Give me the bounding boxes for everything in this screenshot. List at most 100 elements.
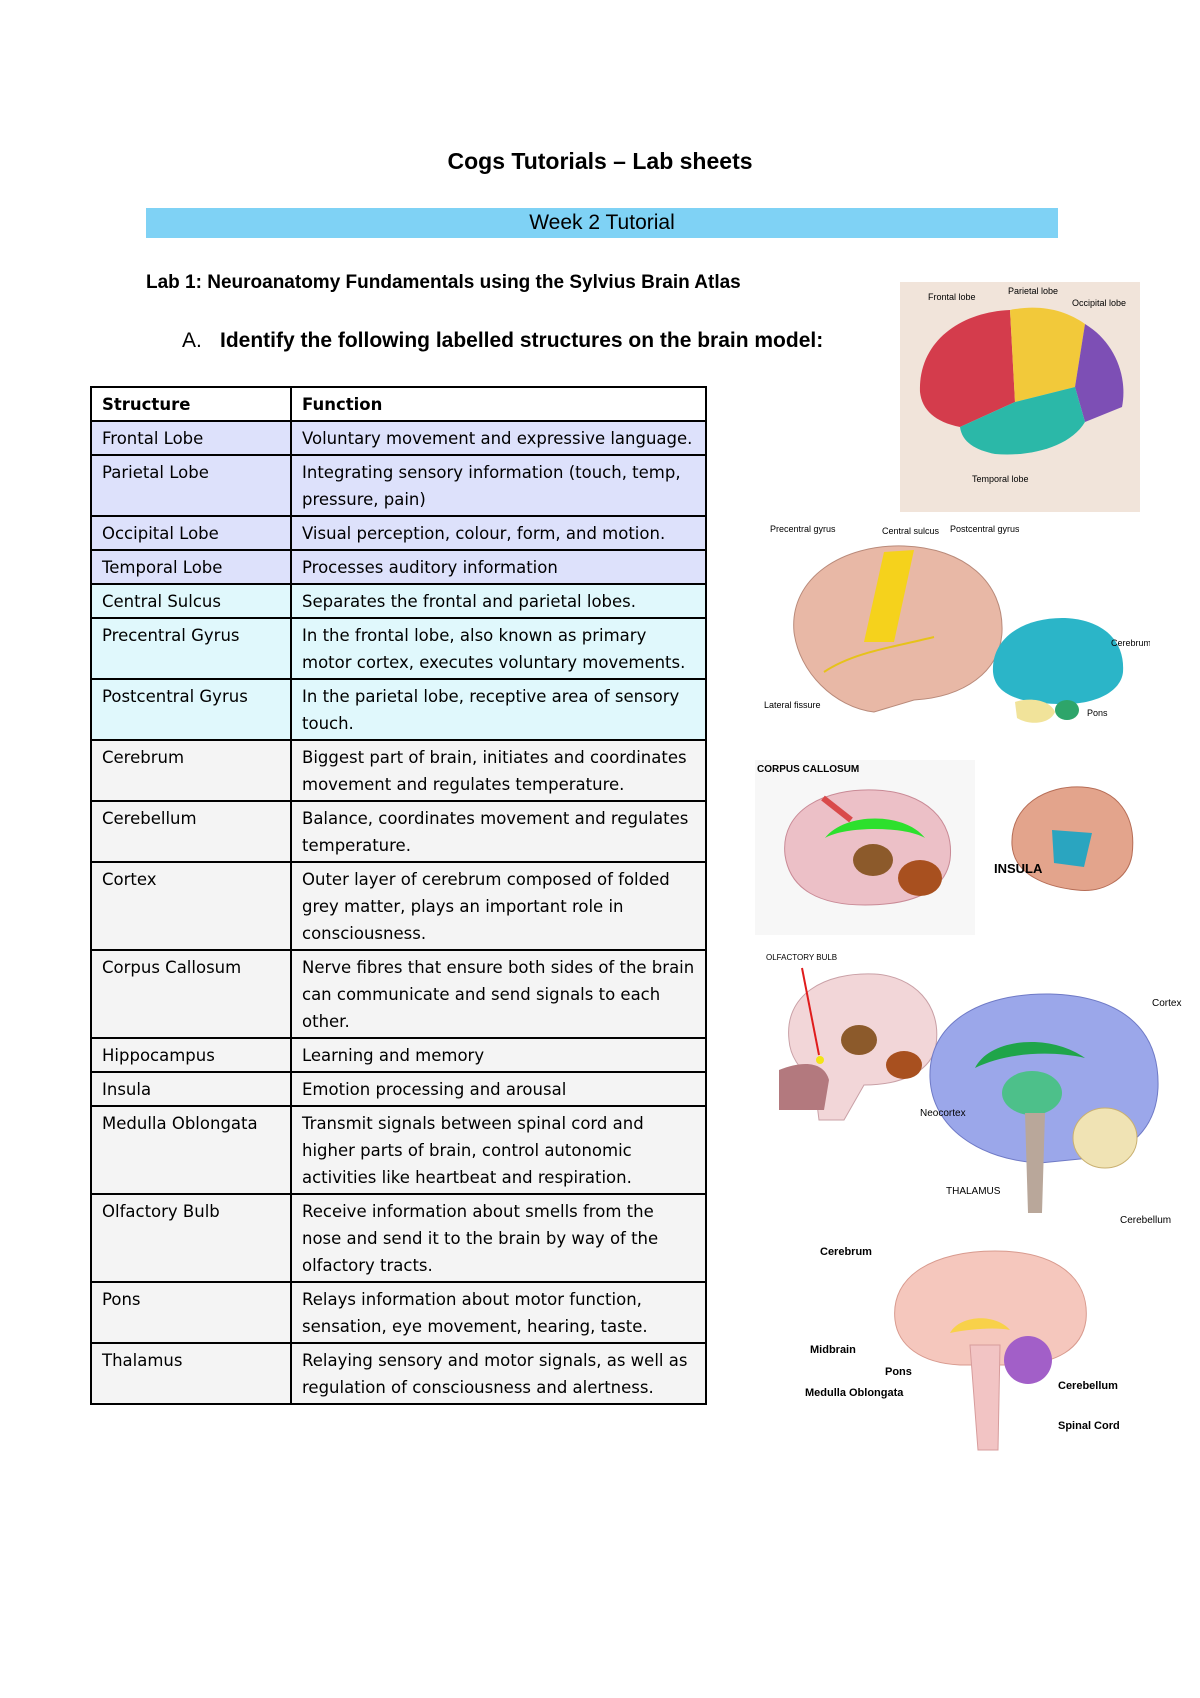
thalamus-shape — [853, 844, 893, 876]
neocortex-label: Neocortex — [920, 1108, 966, 1119]
function-cell: Visual perception, colour, form, and mot… — [290, 515, 707, 551]
structure-cell: Olfactory Bulb — [90, 1193, 292, 1283]
function-cell: Processes auditory information — [290, 549, 707, 585]
pons-shape — [1055, 700, 1079, 720]
brain-lateral-shape — [793, 545, 1003, 713]
function-cell: Integrating sensory information (touch, … — [290, 454, 707, 517]
olfactory-figure: OLFACTORY BULB — [766, 953, 938, 1121]
structure-cell: Insula — [90, 1071, 292, 1107]
function-cell: Biggest part of brain, initiates and coo… — [290, 739, 707, 802]
lateral-fissure-label: Lateral fissure — [764, 700, 821, 710]
structure-cell: Central Sulcus — [90, 583, 292, 619]
structure-cell: Medulla Oblongata — [90, 1105, 292, 1195]
sagittal-cerebrum-label: Cerebrum — [820, 1246, 872, 1258]
structure-cell: Pons — [90, 1281, 292, 1344]
function-cell: Balance, coordinates movement and regula… — [290, 800, 707, 863]
function-cell: Separates the frontal and parietal lobes… — [290, 583, 707, 619]
list-marker: A. — [182, 329, 202, 352]
week-banner: Week 2 Tutorial — [146, 208, 1058, 238]
structure-cell: Corpus Callosum — [90, 949, 292, 1039]
cortex-figure: Cortex Neocortex THALAMUS Cerebellum — [920, 993, 1181, 1226]
function-cell: Emotion processing and arousal — [290, 1071, 707, 1107]
insula-figure: INSULA — [994, 786, 1134, 891]
small-cerebellum-shape — [1015, 699, 1055, 723]
frontal-lobe-label: Frontal lobe — [928, 292, 976, 302]
structure-cell: Thalamus — [90, 1342, 292, 1405]
olfactory-cerebellum-shape — [886, 1051, 922, 1079]
function-cell: In the frontal lobe, also known as prima… — [290, 617, 707, 680]
sagittal-cerebellum-shape — [1004, 1336, 1052, 1384]
midbrain-label: Midbrain — [810, 1344, 856, 1356]
lateral-fissure-line — [823, 636, 935, 673]
function-cell: Transmit signals between spinal cord and… — [290, 1105, 707, 1195]
sagittal-cerebrum-shape — [894, 1250, 1087, 1366]
sagittal-cerebellum-label: Cerebellum — [1058, 1380, 1118, 1392]
structure-cell: Cortex — [90, 861, 292, 951]
occipital-lobe-shape — [1075, 324, 1124, 422]
nose-shape — [779, 1064, 829, 1110]
cortex-label: Cortex — [1152, 998, 1181, 1009]
instruction-text: Identify the following labelled structur… — [220, 329, 824, 352]
function-cell: Relays information about motor function,… — [290, 1281, 707, 1344]
function-cell: Outer layer of cerebrum composed of fold… — [290, 861, 707, 951]
structure-cell: Hippocampus — [90, 1037, 292, 1073]
lab-heading: Lab 1: Neuroanatomy Fundamentals using t… — [146, 272, 741, 293]
structure-cell: Frontal Lobe — [90, 420, 292, 456]
sagittal-figure: Cerebrum Midbrain Pons Medulla Oblongata… — [805, 1246, 1120, 1451]
function-cell: Receive information about smells from th… — [290, 1193, 707, 1283]
central-sulcus-label: Central sulcus — [882, 526, 940, 536]
parietal-lobe-label: Parietal lobe — [1008, 286, 1058, 296]
brainstem-shape — [1025, 1113, 1045, 1213]
header-function: Function — [290, 386, 707, 422]
spinal-cord-label: Spinal Cord — [1058, 1420, 1120, 1432]
corpus-callosum-figure: CORPUS CALLOSUM — [755, 760, 975, 935]
occipital-lobe-label: Occipital lobe — [1072, 298, 1126, 308]
cortex-cerebellum-shape — [1072, 1107, 1138, 1169]
cerebrum-pons-figure: Cerebrum Pons — [992, 617, 1150, 723]
function-cell: Relaying sensory and motor signals, as w… — [290, 1342, 707, 1405]
structure-cell: Parietal Lobe — [90, 454, 292, 517]
midbrain-shape — [950, 1318, 1010, 1333]
temporal-lobe-label: Temporal lobe — [972, 474, 1029, 484]
precentral-gyrus-label: Precentral gyrus — [770, 524, 836, 534]
precentral-highlight — [864, 550, 914, 642]
olfactory-bulb-label: OLFACTORY BULB — [766, 953, 837, 962]
medulla-label: Medulla Oblongata — [805, 1387, 904, 1399]
pointer-arrow — [821, 795, 853, 823]
structure-cell: Cerebrum — [90, 739, 292, 802]
document-title: Cogs Tutorials – Lab sheets — [447, 148, 753, 174]
olfactory-bulb-dot — [816, 1056, 824, 1064]
olfactory-arrow — [801, 967, 820, 1056]
temporal-lobe-shape — [960, 387, 1085, 455]
function-cell: In the parietal lobe, receptive area of … — [290, 678, 707, 741]
postcentral-gyrus-label: Postcentral gyrus — [950, 524, 1019, 534]
cerebellum-shape — [898, 860, 942, 896]
pons-label: Pons — [1087, 708, 1108, 718]
lobes-figure: Frontal lobe Parietal lobe Occipital lob… — [900, 282, 1140, 512]
cortex-corpus-callosum-shape — [975, 1041, 1085, 1068]
sagittal-pons-label: Pons — [885, 1366, 912, 1378]
function-cell: Nerve fibres that ensure both sides of t… — [290, 949, 707, 1039]
insula-label: INSULA — [994, 861, 1043, 876]
insula-region-shape — [1052, 830, 1092, 867]
cortex-cerebellum-label: Cerebellum — [1120, 1215, 1171, 1226]
structure-cell: Temporal Lobe — [90, 549, 292, 585]
corpus-callosum-shape — [825, 818, 925, 838]
function-cell: Learning and memory — [290, 1037, 707, 1073]
corpus-callosum-label: CORPUS CALLOSUM — [757, 764, 859, 775]
structure-cell: Precentral Gyrus — [90, 617, 292, 680]
